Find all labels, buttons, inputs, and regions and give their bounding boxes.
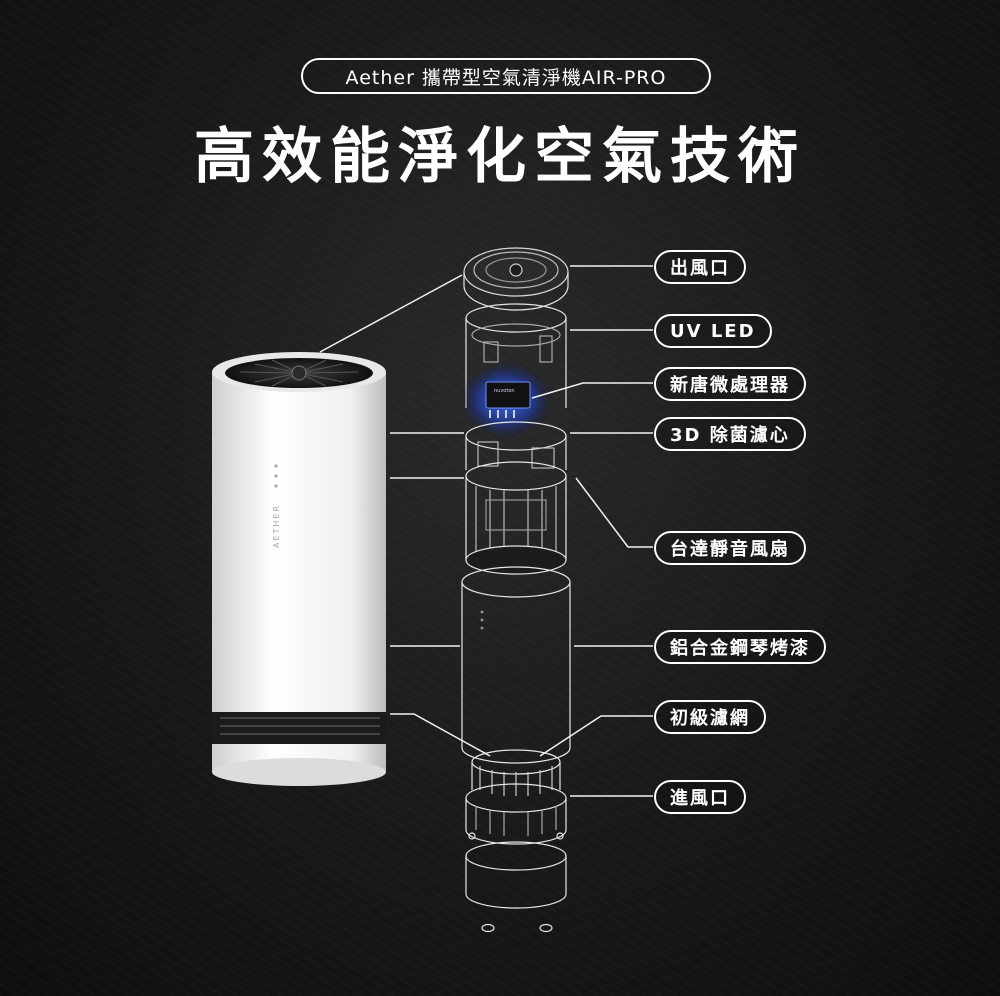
label-pre-filter: 初級濾網 [654,700,766,734]
device-base-bottom [212,758,386,786]
label-inlet: 進風口 [654,780,746,814]
microprocessor-chip-icon: nuvoton [485,381,531,418]
device-intake-band [212,712,386,744]
product-name-pill: Aether 攜帶型空氣清淨機AIR-PRO [301,58,711,94]
label-microprocessor: 新唐微處理器 [654,367,806,401]
device-body [212,372,386,712]
label-outlet: 出風口 [654,250,746,284]
device-brand-text: AETHER [272,504,281,548]
product-name-text: Aether 攜帶型空氣清淨機AIR-PRO [345,66,667,89]
label-3d-filter: 3D 除菌濾心 [654,417,806,451]
connector-lines [319,265,653,797]
assembled-device: AETHER [212,352,386,786]
label-uv-led: UV LED [654,314,772,348]
svg-text:nuvoton: nuvoton [494,388,515,394]
page-headline: 高效能淨化空氣技術 [194,122,806,192]
power-button-icon [291,365,307,381]
exploded-view: nuvoton [460,247,571,933]
label-aluminium-finish: 鋁合金鋼琴烤漆 [654,630,826,664]
label-silent-fan: 台達靜音風扇 [654,531,806,565]
